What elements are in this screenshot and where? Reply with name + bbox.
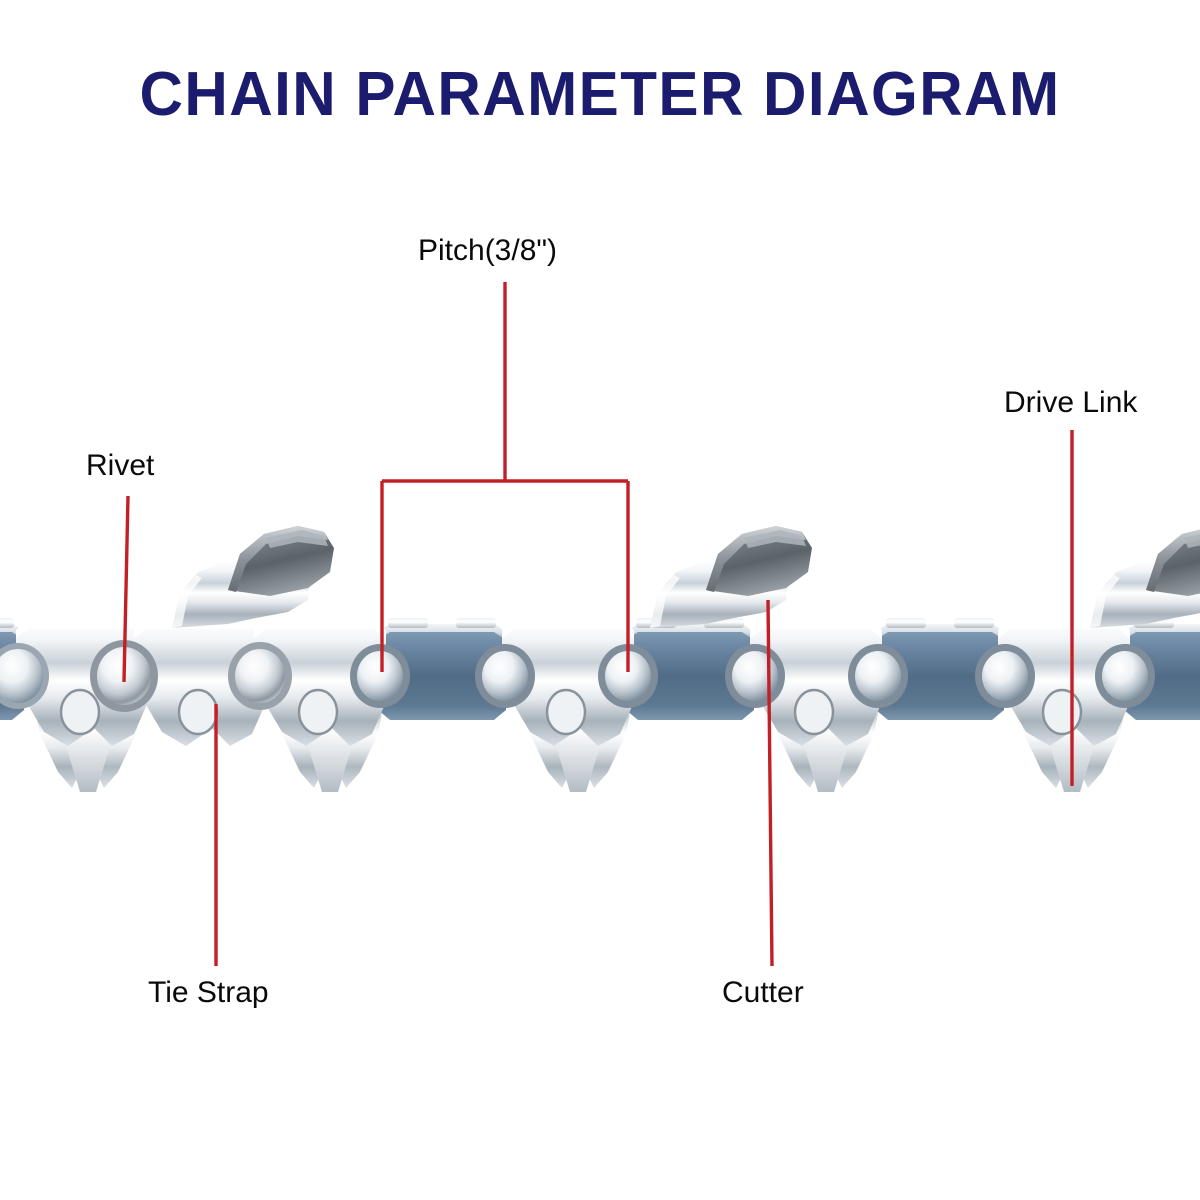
leader-lines bbox=[122, 282, 1074, 967]
cutters bbox=[172, 526, 1200, 628]
leader-rivet bbox=[122, 495, 130, 683]
label-drive-link: Drive Link bbox=[1004, 386, 1138, 419]
leader-pitch bbox=[380, 282, 630, 672]
label-pitch: Pitch(3/8") bbox=[418, 234, 558, 267]
saw-chain bbox=[0, 526, 1200, 792]
label-rivet: Rivet bbox=[86, 449, 155, 482]
leader-cutter bbox=[766, 599, 774, 967]
label-tie-strap: Tie Strap bbox=[148, 976, 269, 1009]
page-title: CHAIN PARAMETER DIAGRAM bbox=[139, 60, 1061, 129]
label-cutter: Cutter bbox=[722, 976, 804, 1009]
